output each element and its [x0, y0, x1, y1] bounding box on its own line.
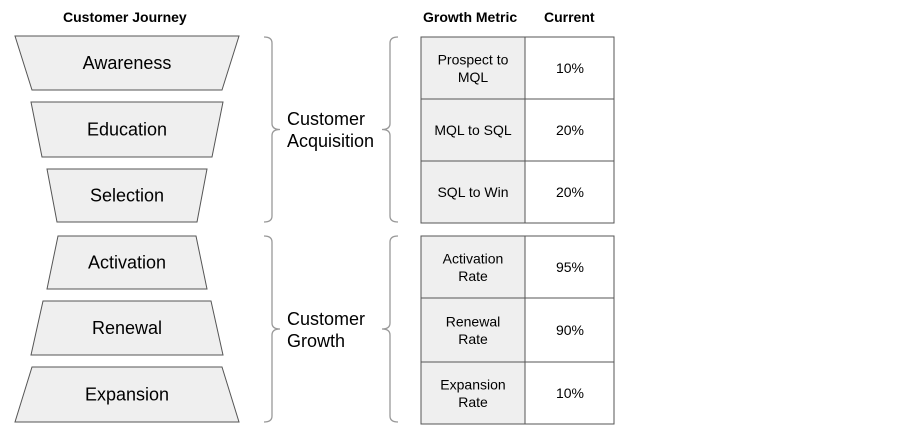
metric-name-label: Rate	[458, 331, 488, 347]
metric-current-value: 95%	[556, 259, 584, 275]
group-label-line: Customer	[287, 109, 365, 129]
funnel-stage-label: Selection	[90, 186, 164, 206]
metric-name-cell	[420, 297, 526, 363]
metric-current-value: 20%	[556, 184, 584, 200]
funnel-stage-activation	[46, 235, 208, 290]
metric-current-value: 10%	[556, 385, 584, 401]
header-growth-metric: Growth Metric	[423, 9, 518, 25]
metric-current-value: 10%	[556, 60, 584, 76]
funnel-stage-label: Activation	[88, 253, 166, 273]
funnel-stage-selection	[46, 168, 208, 223]
growth-right-brace	[381, 235, 399, 423]
funnel-stage-expansion	[14, 366, 240, 423]
funnel-stage-label: Awareness	[83, 53, 172, 73]
metric-current-cell	[524, 98, 615, 162]
group-label-line: Customer	[287, 309, 365, 329]
funnel-stage-education	[30, 101, 224, 158]
group-label-line: Acquisition	[287, 131, 374, 151]
metric-current-cell	[524, 361, 615, 425]
metric-name-label: Rate	[458, 268, 488, 284]
funnel-stage-label: Renewal	[92, 318, 162, 338]
funnel-stage-awareness	[14, 35, 240, 91]
growth-left-brace	[263, 235, 281, 423]
metric-name-cell	[420, 98, 526, 162]
metric-current-value: 20%	[556, 122, 584, 138]
header-customer-journey: Customer Journey	[63, 9, 187, 25]
metric-name-label: MQL	[458, 69, 489, 85]
metric-current-cell	[524, 36, 615, 100]
acquisition-right-brace	[381, 36, 399, 223]
metric-name-cell	[420, 160, 526, 224]
funnel-stage-label: Education	[87, 120, 167, 140]
group-label-line: Growth	[287, 331, 345, 351]
metric-name-label: Activation	[443, 250, 504, 266]
metric-name-label: Expansion	[440, 376, 505, 392]
header-current: Current	[544, 9, 595, 25]
metric-current-cell	[524, 160, 615, 224]
metric-current-cell	[524, 235, 615, 299]
funnel-stage-renewal	[30, 300, 224, 356]
metric-name-label: SQL to Win	[437, 184, 508, 200]
acquisition-left-brace	[263, 36, 281, 223]
metric-name-label: Prospect to	[438, 51, 509, 67]
metric-name-label: MQL to SQL	[434, 122, 512, 138]
metric-name-cell	[420, 361, 526, 425]
funnel-stage-label: Expansion	[85, 385, 169, 405]
metric-name-label: Rate	[458, 394, 488, 410]
metric-name-label: Renewal	[446, 313, 500, 329]
metric-current-value: 90%	[556, 322, 584, 338]
